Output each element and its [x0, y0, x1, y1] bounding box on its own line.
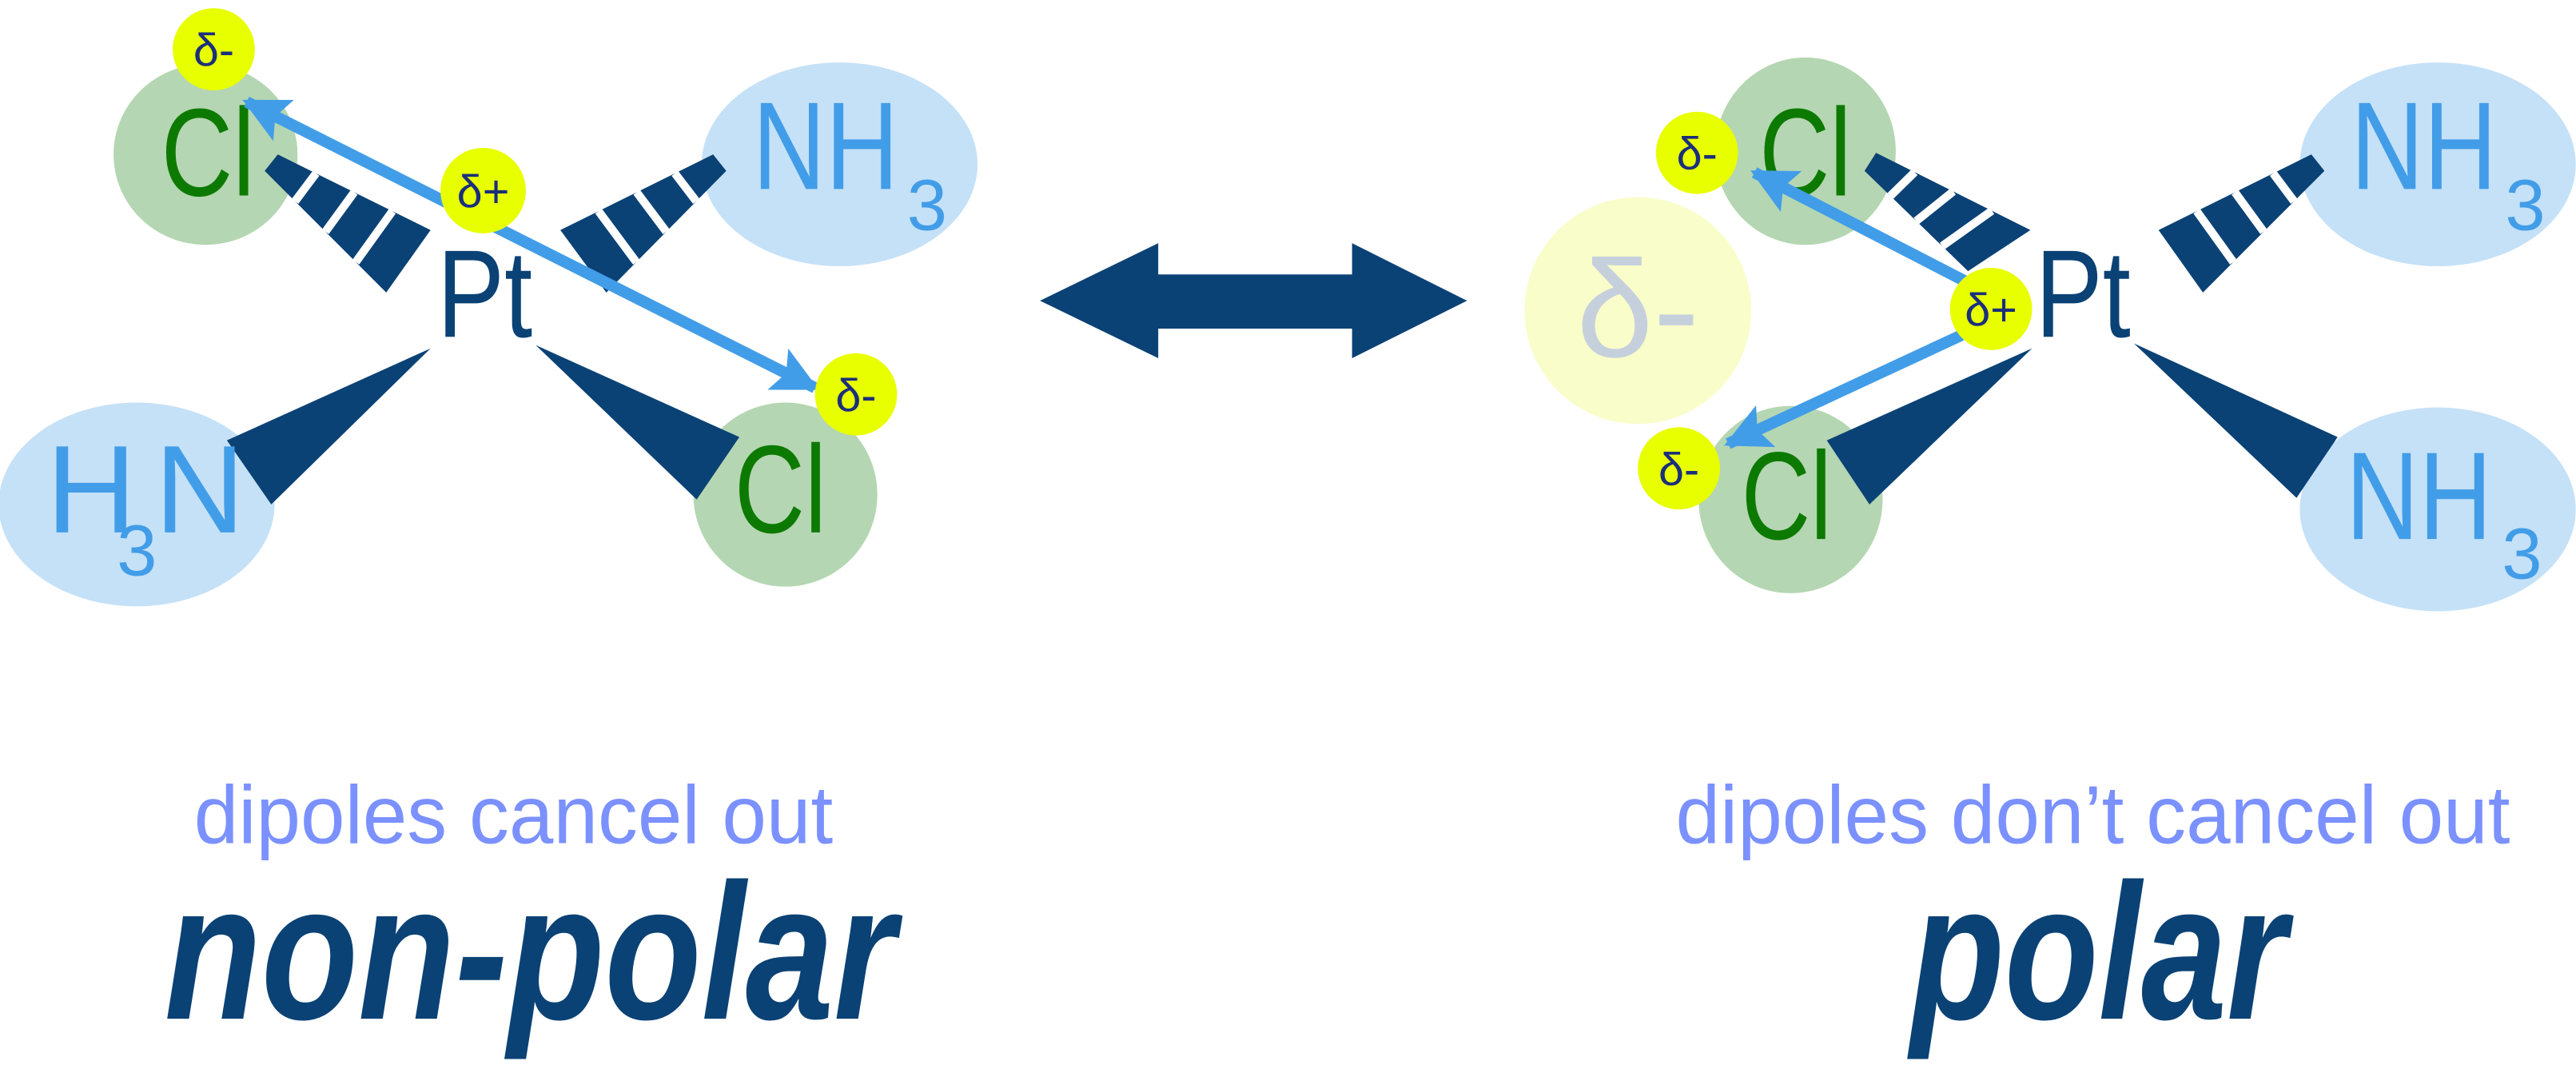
- charge-bubble: [440, 147, 526, 233]
- charge-bubble: [173, 8, 255, 91]
- partial-negative-charge: δ-: [1658, 444, 1699, 495]
- solid-wedge-bond: [1826, 348, 2033, 505]
- dipole-arrow: [242, 96, 819, 393]
- left-verdict: non-polar: [165, 844, 903, 1060]
- partial-positive-charge: δ+: [1965, 285, 2017, 336]
- wedge-hash-gap: [2193, 209, 2237, 265]
- wedge-hash-gap: [1939, 207, 1995, 249]
- chlorine-label: Cl: [161, 84, 255, 223]
- ammonia-bubble: [2299, 62, 2576, 266]
- charge-bubble: [1655, 111, 1738, 194]
- partial-positive-charge: δ+: [457, 166, 510, 217]
- solid-wedge-bond: [2133, 343, 2338, 498]
- chlorine-bubble: [693, 402, 878, 587]
- wedge-hash-gap: [2232, 189, 2267, 234]
- wedge-hash-gap: [1913, 188, 1957, 225]
- dipole-arrow: [1750, 167, 1968, 286]
- solid-wedge-bond: [226, 348, 431, 505]
- chlorine-label: Cl: [1742, 427, 1832, 566]
- ammonia-label: H3N: [46, 421, 245, 591]
- double-headed-arrow-icon: [1040, 243, 1467, 359]
- partial-negative-charge: δ-: [835, 370, 876, 421]
- platinum-label: Pt: [437, 225, 532, 364]
- hashed-wedge-bond: [1864, 153, 2031, 272]
- right-verdict: polar: [1907, 844, 2295, 1060]
- partial-negative-charge: δ-: [193, 25, 234, 76]
- charge-bubble: [1638, 427, 1720, 510]
- ammonia-bubble: [0, 402, 275, 607]
- partial-negative-charge: δ-: [1677, 129, 1718, 180]
- dipole-arrow: [1724, 329, 1965, 449]
- platinum-label: Pt: [2036, 225, 2131, 364]
- hashed-wedge-bond: [2158, 154, 2325, 293]
- hashed-wedge-bond: [265, 154, 431, 293]
- net-partial-negative-charge: δ-: [1576, 232, 1699, 386]
- charge-bubble: [814, 353, 898, 436]
- left-caption: dipoles cancel out: [194, 768, 833, 860]
- net-charge-bubble: [1524, 197, 1752, 425]
- wedge-hash-gap: [2269, 170, 2298, 204]
- solid-wedge-bond: [536, 345, 740, 500]
- charge-bubble: [1949, 267, 2033, 350]
- right-caption: dipoles don’t cancel out: [1676, 768, 2510, 860]
- ammonia-bubble: [2299, 407, 2576, 612]
- chlorine-label: Cl: [735, 421, 826, 560]
- wedge-hash-gap: [1887, 169, 1918, 199]
